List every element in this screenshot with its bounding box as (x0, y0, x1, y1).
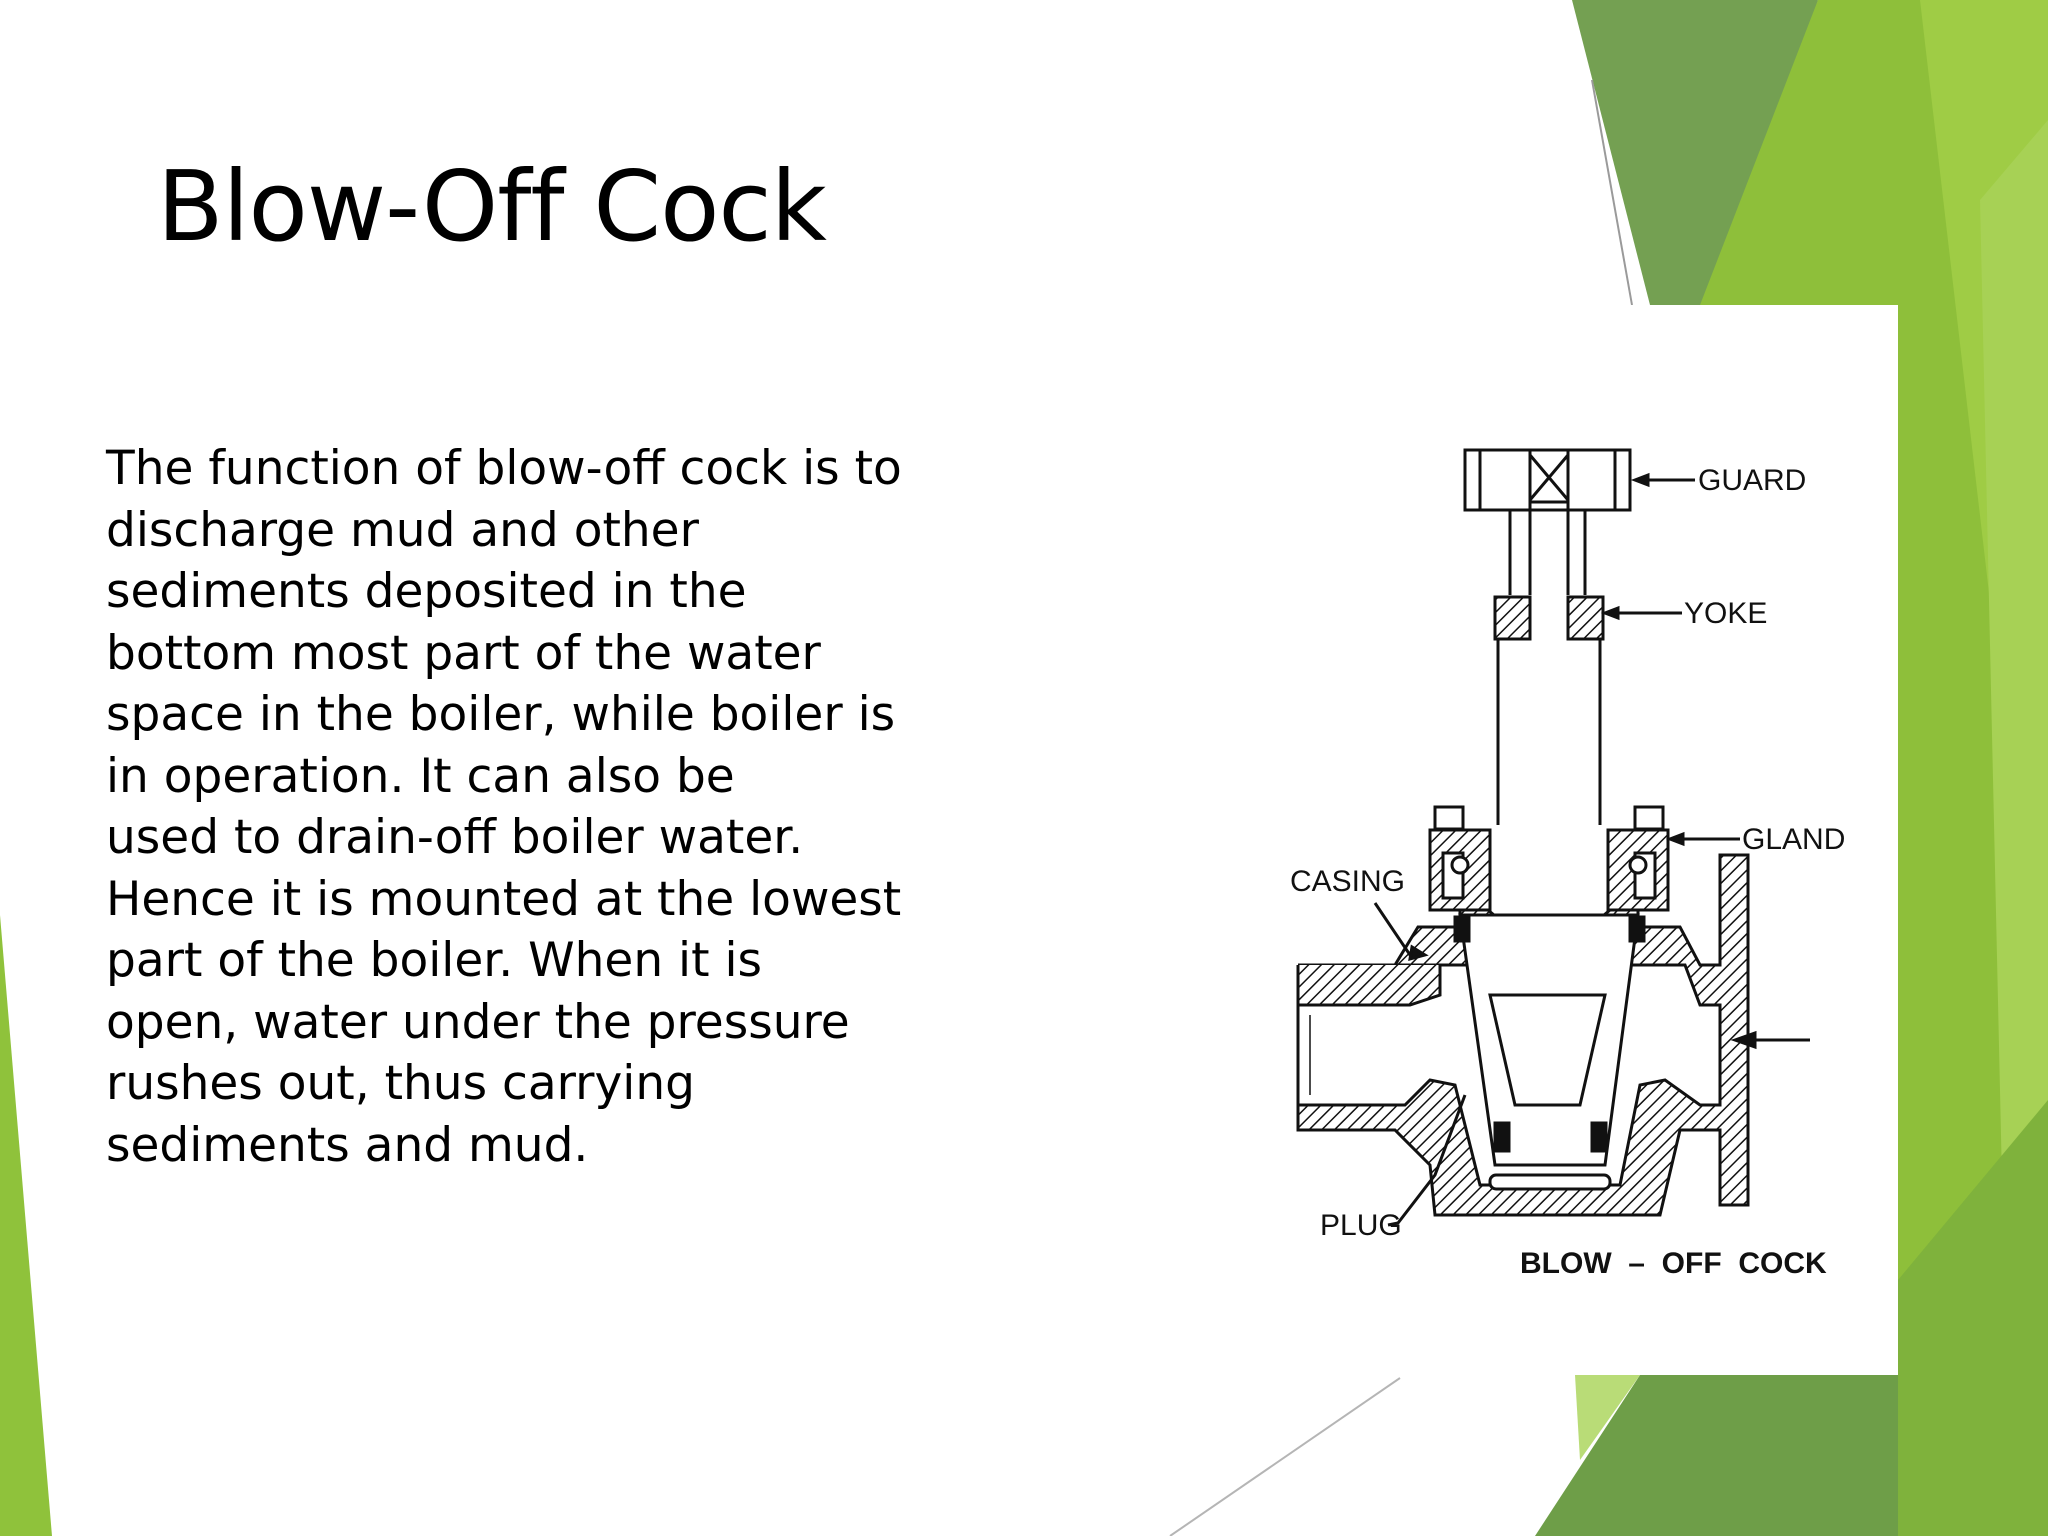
body-line: Hence it is mounted at the lowest (106, 871, 902, 927)
casing-label: CASING (1290, 865, 1405, 898)
top-right-light-facet (1700, 0, 2048, 1536)
blow-off-cock-diagram: GUARD YOKE GLAND CASING PLUG BLOW – OFF … (1280, 305, 1897, 1375)
body-line: sediments deposited in the (106, 564, 747, 619)
guard-label: GUARD (1698, 464, 1806, 497)
bottom-thin-line (1169, 1377, 1401, 1536)
guard-part (1463, 448, 1632, 595)
body-line: space in the boiler, while boiler is (106, 687, 896, 742)
left-green-sliver (0, 915, 52, 1536)
gland-part (1428, 805, 1670, 912)
body-line: bottom most part of the water (106, 625, 821, 681)
body-line: rushes out, thus carrying (106, 1056, 695, 1111)
figure-caption: BLOW – OFF COCK (1520, 1247, 1827, 1280)
bottom-right-light-facet (1575, 1375, 1640, 1460)
slide-body-text: The function of blow-off cock is to disc… (106, 438, 936, 1176)
top-thin-line (1591, 79, 1633, 306)
body-line: open, water under the pressure (106, 994, 850, 1050)
body-line: used to drain-off boiler water. (106, 810, 804, 865)
body-line: in operation. It can also be (106, 748, 735, 804)
body-line: sediments and mud. (106, 1117, 589, 1173)
body-line: part of the boiler. When it is (106, 933, 763, 988)
plug-part (1453, 913, 1646, 1191)
bottom-right-dark-facet (1535, 1375, 1898, 1536)
plug-label: PLUG (1320, 1209, 1402, 1242)
bottom-right-green-facet (1898, 1100, 2048, 1536)
body-line: The function of blow-off cock is to (106, 441, 902, 496)
gland-label: GLAND (1742, 823, 1845, 856)
top-right-dark-facet (1572, 0, 1818, 420)
body-line: discharge mud and other (106, 502, 699, 558)
slide-title: Blow-Off Cock (157, 150, 827, 263)
yoke-label: YOKE (1684, 597, 1767, 630)
yoke-part (1493, 595, 1605, 641)
